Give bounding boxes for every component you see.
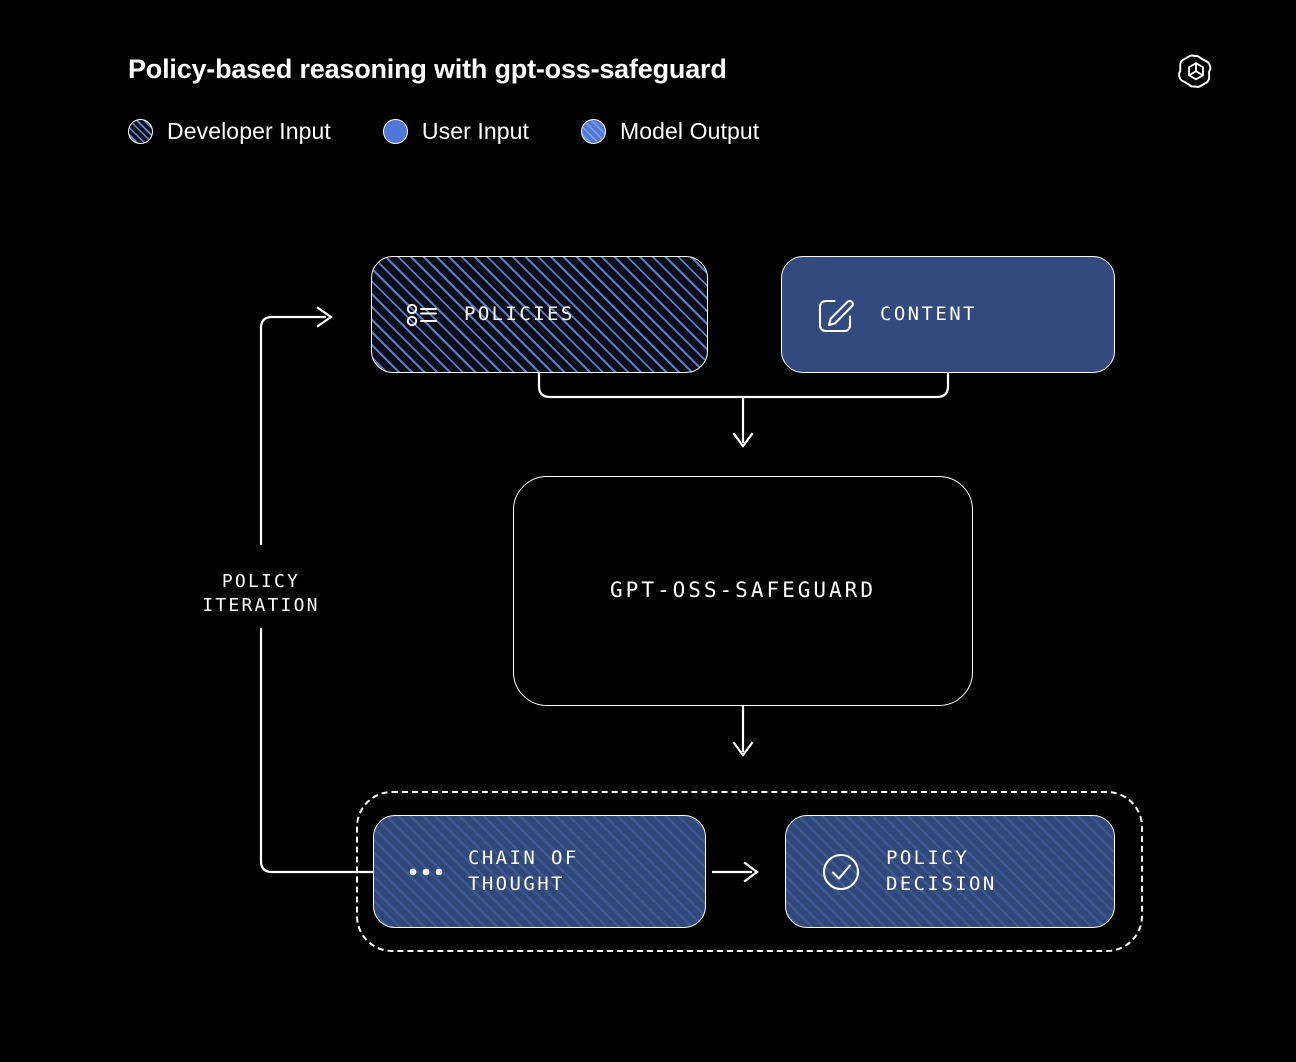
developer-input-swatch-icon: [128, 119, 153, 144]
legend-label: Model Output: [620, 118, 760, 144]
arrowhead-to-output: [732, 741, 754, 757]
policy-iteration-label: POLICY ITERATION: [202, 571, 320, 617]
legend-label: Developer Input: [167, 118, 331, 144]
node-policy-decision[interactable]: POLICY DECISION: [785, 815, 1115, 928]
arrowhead-to-safeguard: [732, 432, 754, 448]
node-content-label: CONTENT: [880, 302, 977, 325]
node-policy-decision-label: POLICY DECISION: [886, 847, 997, 895]
legend-item-developer-input: Developer Input: [128, 118, 331, 145]
node-policies[interactable]: POLICIES: [371, 256, 708, 373]
legend-item-user-input: User Input: [382, 118, 529, 145]
node-content[interactable]: CONTENT: [781, 256, 1115, 373]
user-input-swatch-icon: [382, 119, 408, 144]
ellipsis-icon: [408, 866, 444, 878]
openai-logo-icon: [1174, 52, 1218, 96]
legend: Developer Input User Input Model Output: [128, 118, 811, 145]
list-bullet-icon: [406, 300, 440, 330]
edit-square-icon: [816, 295, 856, 335]
node-chain-of-thought[interactable]: CHAIN OF THOUGHT: [373, 815, 706, 928]
model-output-group: [356, 791, 1143, 952]
legend-label: User Input: [421, 118, 529, 144]
model-output-swatch-icon: [581, 119, 606, 144]
node-policies-label: POLICIES: [464, 302, 575, 325]
node-safeguard[interactable]: GPT-OSS-SAFEGUARD: [513, 476, 973, 706]
page-title: Policy-based reasoning with gpt-oss-safe…: [128, 54, 727, 84]
legend-item-model-output: Model Output: [581, 118, 759, 145]
check-circle-icon: [820, 851, 862, 893]
node-chain-of-thought-label: CHAIN OF THOUGHT: [468, 847, 579, 895]
arrowhead-to-policies: [316, 306, 333, 328]
node-safeguard-label: GPT-OSS-SAFEGUARD: [610, 578, 876, 603]
